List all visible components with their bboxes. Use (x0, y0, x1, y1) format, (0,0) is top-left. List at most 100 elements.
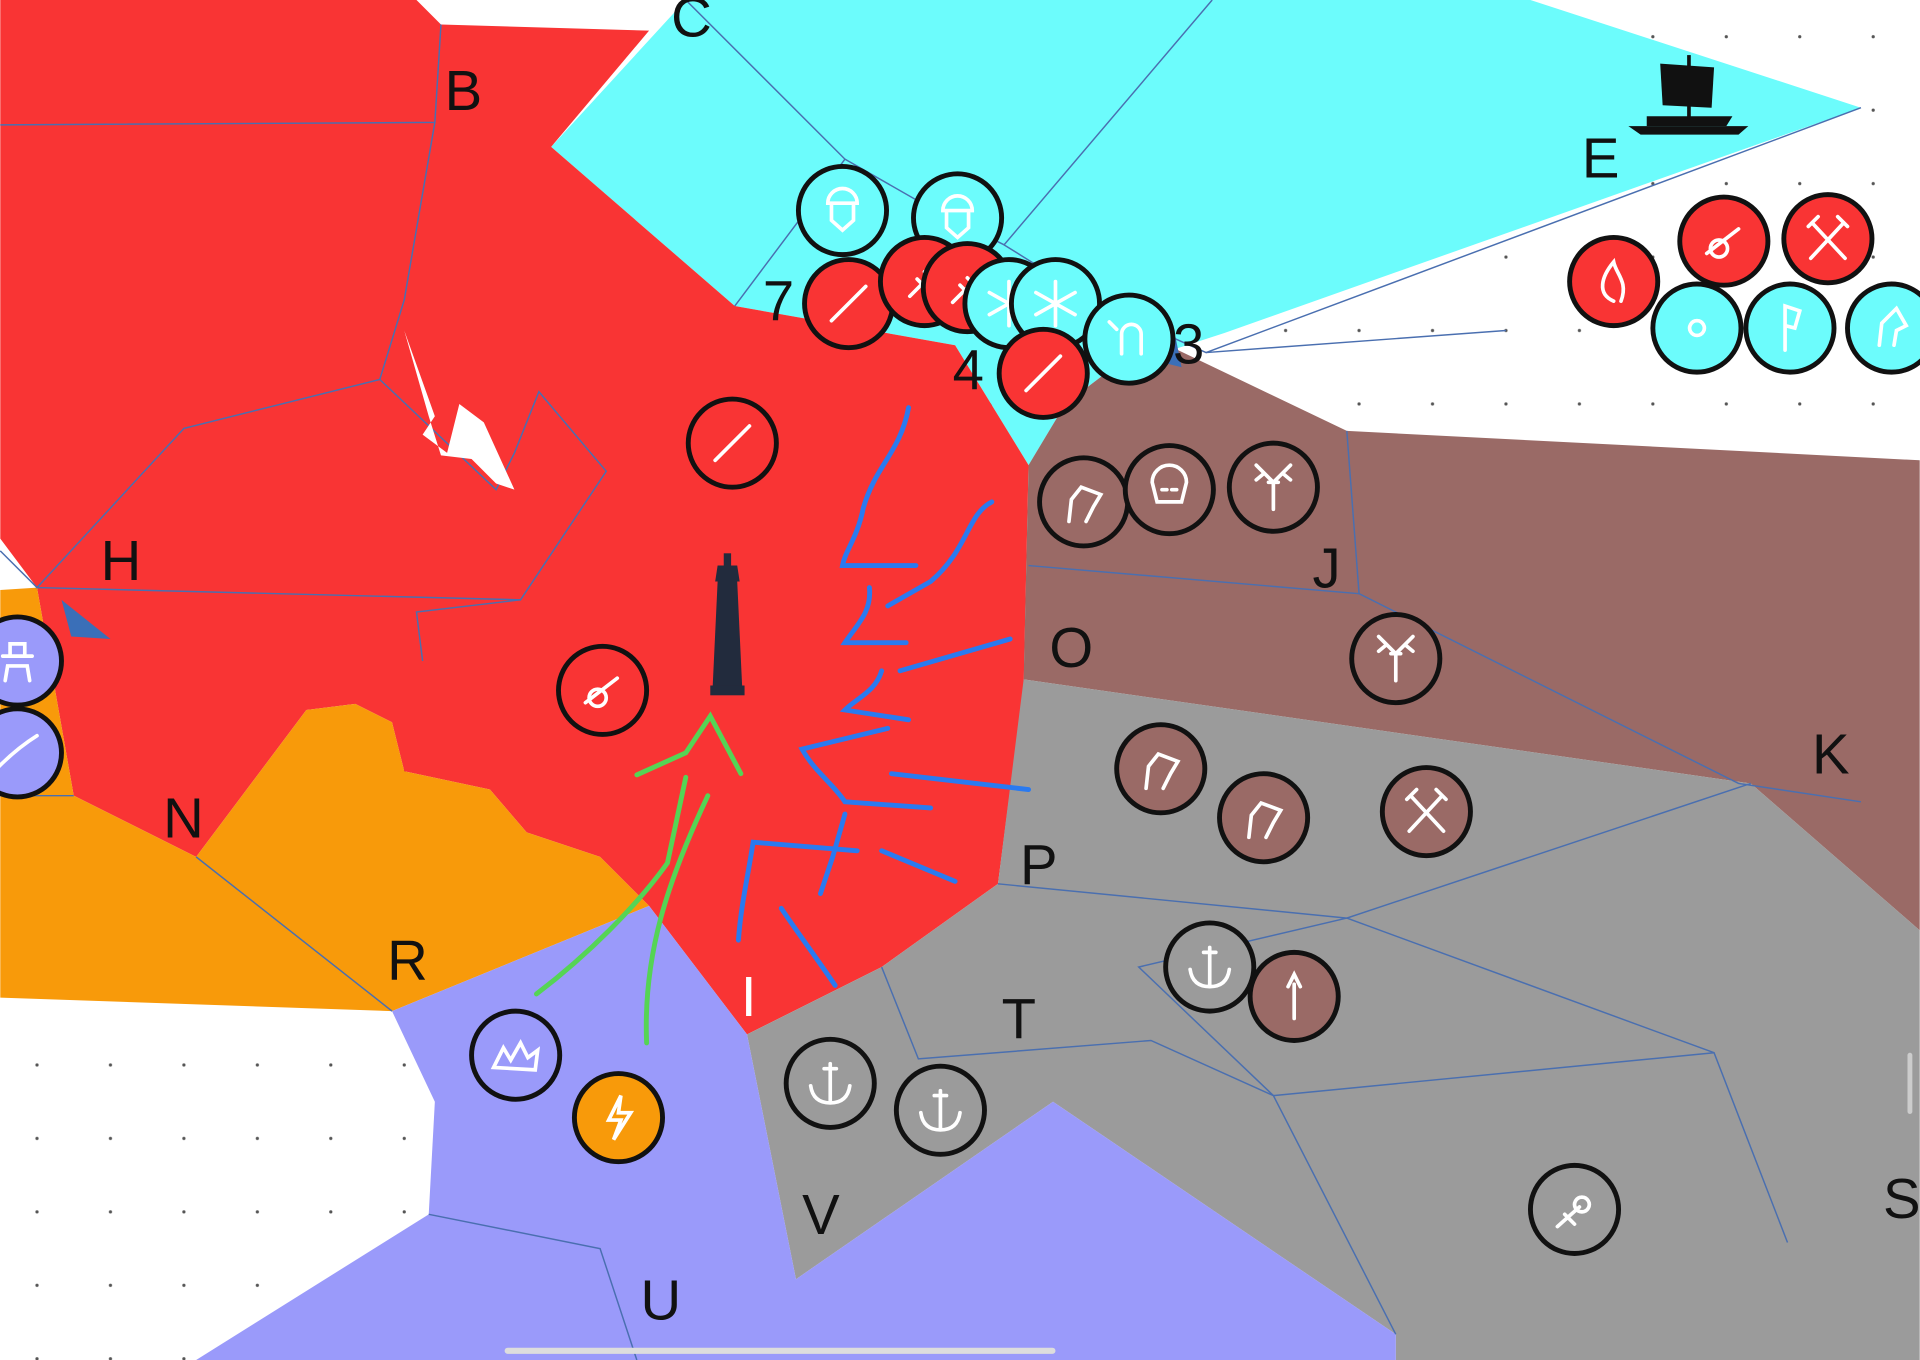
home-indicator-bar (504, 1347, 1056, 1354)
unit-token[interactable] (1527, 1162, 1622, 1256)
unit-token[interactable] (893, 1063, 987, 1157)
token-disc (795, 164, 890, 258)
unit-token[interactable] (469, 1008, 563, 1102)
region-label-v: V (802, 1183, 840, 1246)
unit-token[interactable] (1349, 612, 1443, 706)
stag-skull-icon (1376, 634, 1415, 683)
region-borders (0, 0, 1862, 1360)
sun-head-icon (1107, 320, 1144, 356)
unit-token[interactable] (0, 614, 64, 708)
charging-figure-icon (1555, 1195, 1592, 1229)
sword-icon (1024, 354, 1063, 393)
region-label-h: H (101, 529, 142, 592)
unit-token[interactable] (1082, 292, 1176, 386)
dragon-head-icon (1144, 751, 1181, 791)
unit-token[interactable] (685, 396, 779, 490)
stag-skull-icon (1254, 463, 1293, 512)
unit-token[interactable] (1037, 455, 1131, 549)
shield-icon (1687, 318, 1707, 338)
region-label-e: E (1582, 126, 1620, 189)
unit-token[interactable] (1247, 949, 1341, 1043)
token-disc (1217, 771, 1311, 865)
unit-token[interactable] (1845, 281, 1920, 375)
anchor-icon (918, 1088, 962, 1132)
river-scribbles (735, 405, 1031, 988)
region-label-s: S (1883, 1167, 1920, 1230)
token-disc (1845, 281, 1920, 375)
cannon-icon (1704, 227, 1741, 259)
dragon-head-icon (1247, 800, 1284, 840)
region-label-p: P (1020, 833, 1058, 896)
unit-token[interactable] (1567, 235, 1661, 329)
crossed-axes-icon (1806, 214, 1850, 261)
token-disc (0, 614, 64, 708)
unit-token[interactable] (795, 164, 890, 258)
unit-token[interactable] (1379, 765, 1473, 859)
unit-token[interactable] (1226, 440, 1320, 534)
crane-origami-icon (404, 330, 515, 490)
region-labels: B C E H N R I J O K P T V U S 7 4 3 (101, 0, 1920, 1332)
token-disc (0, 706, 64, 800)
token-disc (1082, 292, 1176, 386)
token-disc (1567, 235, 1661, 329)
unit-token[interactable] (996, 326, 1090, 420)
snowflake-icon (1034, 279, 1077, 328)
anchor-icon (1188, 945, 1232, 989)
scimitar-icon (0, 733, 39, 768)
unit-token[interactable] (1122, 443, 1216, 537)
unit-token[interactable] (1650, 281, 1744, 375)
unit-token[interactable] (0, 706, 64, 800)
anchor-icon (808, 1061, 852, 1105)
region-label-t: T (1002, 987, 1036, 1050)
unit-token[interactable] (1677, 194, 1771, 288)
hat-figure-icon (0, 642, 34, 683)
unit-token[interactable] (571, 1071, 665, 1165)
region-red-territory[interactable] (0, 0, 1029, 1035)
region-label-c: C (671, 0, 712, 49)
stack-count-3: 3 (1173, 313, 1204, 376)
region-orange-territory[interactable] (0, 587, 650, 1012)
sword-icon (829, 284, 868, 323)
unit-token[interactable] (1114, 722, 1208, 816)
spear-icon (1286, 970, 1303, 1021)
region-label-n: N (163, 786, 204, 849)
engineer-helmet-icon (825, 186, 860, 233)
skull-helmet-icon (1150, 463, 1189, 504)
engineer-helmet-icon (941, 194, 975, 240)
fire-icon (1600, 257, 1626, 303)
unit-token[interactable] (1163, 920, 1257, 1014)
region-label-u: U (641, 1269, 682, 1332)
unit-token[interactable] (1217, 771, 1311, 865)
region-label-o: O (1049, 616, 1093, 679)
ship-icon (1628, 55, 1749, 135)
token-disc (1037, 455, 1131, 549)
horse-head-icon (1877, 305, 1909, 348)
unit-token[interactable] (1743, 281, 1837, 375)
cannon-icon (583, 676, 620, 709)
region-cyan-sea[interactable] (551, 0, 1861, 466)
stack-count-7: 7 (763, 270, 794, 333)
token-disc (1122, 443, 1216, 537)
lightning-icon (605, 1094, 635, 1141)
dragon-head-icon (1067, 485, 1104, 524)
crossed-axes-icon (1404, 787, 1448, 834)
wolves-icon (490, 1039, 541, 1072)
unit-token[interactable] (783, 1036, 877, 1130)
token-disc (1114, 722, 1208, 816)
token-disc (1650, 281, 1744, 375)
lighthouse-icon (710, 553, 745, 696)
token-disc (571, 1071, 665, 1165)
region-label-k: K (1812, 723, 1850, 786)
halberd-icon (1783, 303, 1802, 352)
sword-icon (713, 424, 752, 463)
region-label-r: R (387, 928, 428, 991)
unit-tokens (0, 164, 1920, 1256)
region-label-b: B (445, 59, 483, 122)
unit-token[interactable] (1781, 192, 1875, 286)
scrollbar[interactable] (1907, 1052, 1913, 1114)
stack-count-4: 4 (953, 338, 984, 401)
green-path-arrows (534, 711, 744, 1046)
region-label-j: J (1313, 537, 1341, 600)
unit-token[interactable] (556, 643, 650, 737)
